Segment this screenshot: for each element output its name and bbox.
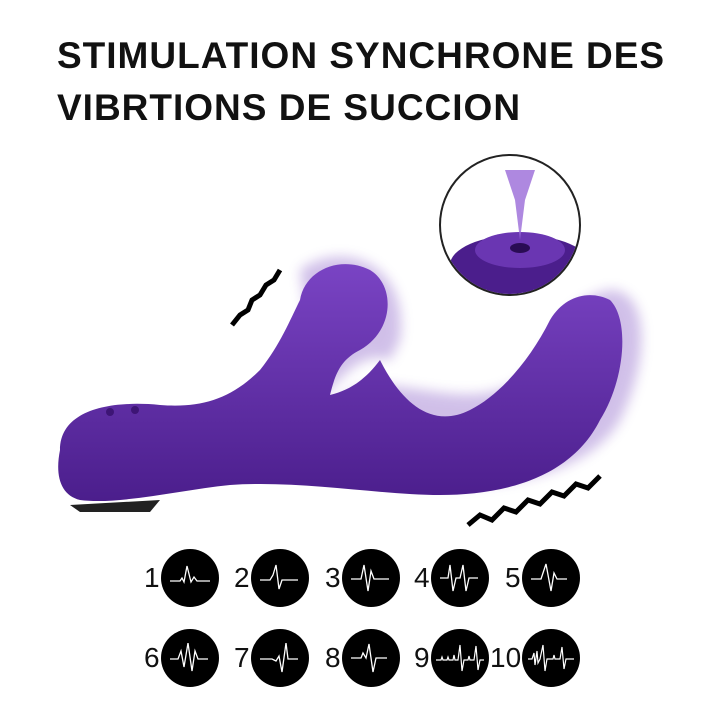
mode-number: 4 xyxy=(414,562,430,593)
mode-10: 10 xyxy=(490,629,581,687)
mode-3: 3 xyxy=(325,549,400,607)
pulse-wave-icon xyxy=(341,629,400,687)
mode-4: 4 xyxy=(414,549,489,607)
pulse-wave-icon xyxy=(430,549,489,607)
pulse-wave-icon xyxy=(430,629,489,687)
pulse-wave-icon xyxy=(160,549,219,607)
mode-number: 3 xyxy=(325,562,341,593)
mode-6: 6 xyxy=(144,629,219,687)
mode-1: 1 xyxy=(144,549,219,607)
mode-number: 9 xyxy=(414,642,430,673)
mode-number: 8 xyxy=(325,642,341,673)
mode-number: 6 xyxy=(144,642,160,673)
mode-number: 5 xyxy=(505,562,521,593)
headline: STIMULATION SYNCHRONE DES VIBRTIONS DE S… xyxy=(57,30,665,134)
mode-2: 2 xyxy=(234,549,309,607)
headline-line-2: VIBRTIONS DE SUCCION xyxy=(57,87,522,128)
mode-7: 7 xyxy=(234,629,309,687)
pulse-wave-icon xyxy=(341,549,400,607)
mode-number: 2 xyxy=(234,562,250,593)
pulse-wave-icon xyxy=(521,549,580,607)
headline-line-1: STIMULATION SYNCHRONE DES xyxy=(57,35,666,76)
mode-8: 8 xyxy=(325,629,400,687)
pulse-wave-icon xyxy=(522,629,581,687)
pulse-wave-icon xyxy=(160,629,219,687)
suction-detail-inset xyxy=(439,154,581,296)
mode-number: 10 xyxy=(490,642,522,673)
pulse-wave-icon xyxy=(250,549,309,607)
control-panel xyxy=(70,500,160,512)
pulse-wave-icon xyxy=(250,629,309,687)
mode-9: 9 xyxy=(414,629,489,687)
vibration-wave-icon xyxy=(230,268,283,327)
mode-5: 5 xyxy=(505,549,580,607)
mode-number: 7 xyxy=(234,642,250,673)
mode-number: 1 xyxy=(144,562,160,593)
vibration-wave-icon xyxy=(466,474,602,527)
product-body xyxy=(58,264,623,502)
